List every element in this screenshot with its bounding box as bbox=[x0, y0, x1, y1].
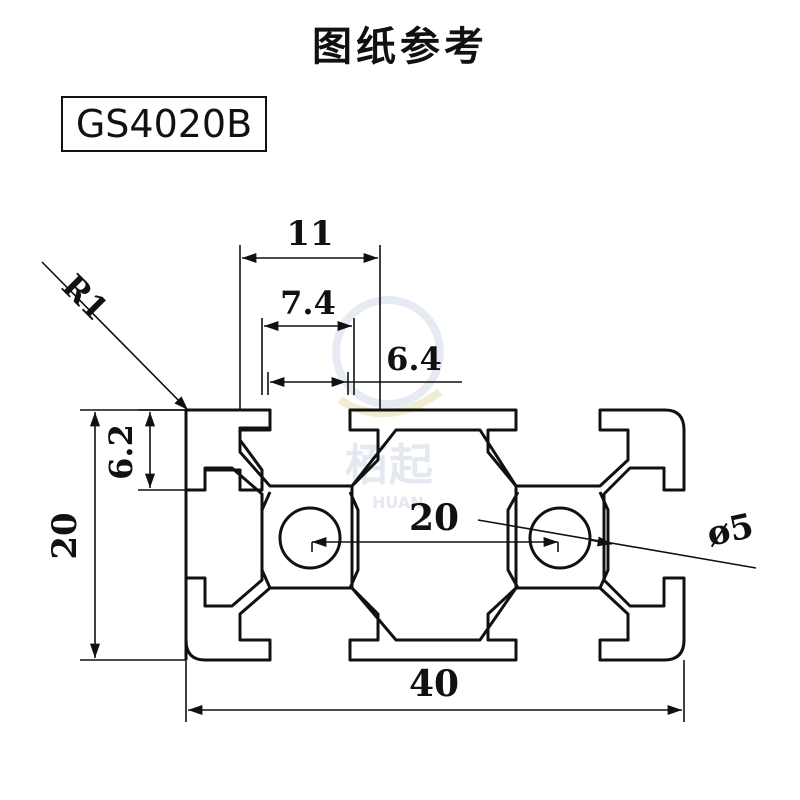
watermark-latin: HUAN bbox=[372, 493, 424, 512]
center-cavity-bottom bbox=[350, 587, 518, 642]
dim-width-label: 40 bbox=[409, 663, 459, 705]
profile-outer-contour bbox=[184, 408, 272, 492]
watermark-logo-icon bbox=[332, 296, 444, 408]
dim-6-4-label: 6.4 bbox=[386, 340, 442, 378]
dimension-lines bbox=[41, 245, 757, 722]
drawing-title: 图纸参考 bbox=[312, 24, 488, 70]
profile-contour bbox=[184, 408, 686, 662]
center-cavity-top bbox=[350, 428, 518, 487]
dim-hole-label: ø5 bbox=[704, 506, 758, 555]
watermark: 栢起 HUAN bbox=[332, 296, 444, 512]
dim-7-4-label: 7.4 bbox=[280, 284, 336, 322]
model-number-box: GS4020B bbox=[61, 96, 267, 152]
dim-r1-leader bbox=[41, 261, 189, 411]
dim-11-label: 11 bbox=[286, 214, 333, 254]
watermark-chars: 栢起 bbox=[345, 440, 434, 491]
dim-r1-label: R1 bbox=[54, 267, 115, 328]
left-core-walls bbox=[260, 491, 360, 589]
left-center-hole bbox=[278, 506, 342, 570]
dim-height-label: 20 bbox=[45, 512, 85, 559]
dim-pitch-label: 20 bbox=[409, 497, 459, 539]
dim-6-2-label: 6.2 bbox=[102, 424, 140, 480]
dim-hole-leader bbox=[477, 519, 757, 569]
